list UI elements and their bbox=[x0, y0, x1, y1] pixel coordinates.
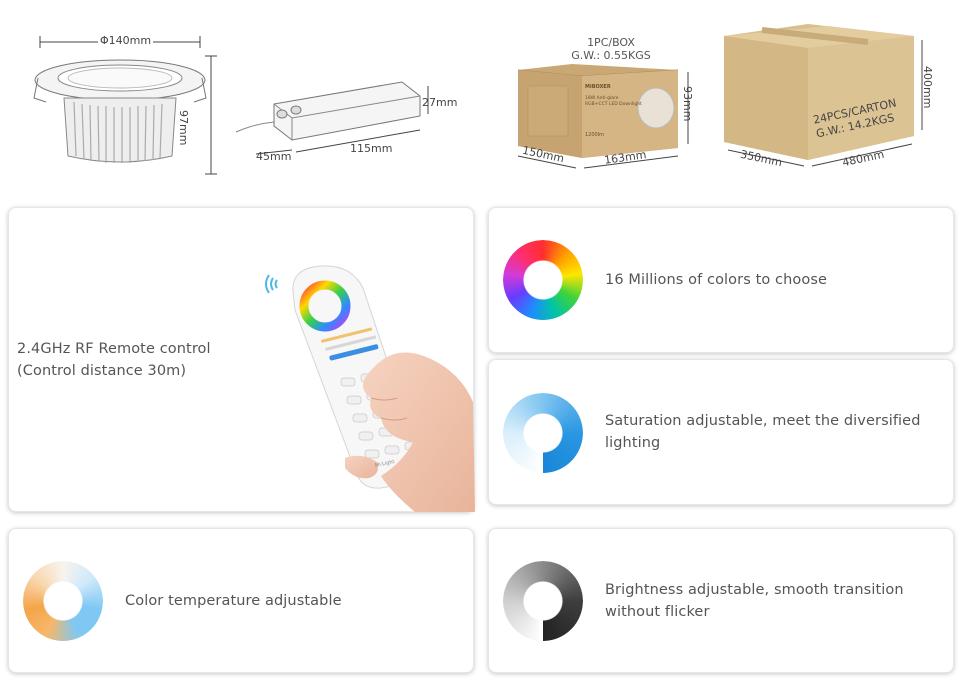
lamp-diameter-label: Φ140mm bbox=[98, 34, 154, 47]
remote-control-card: 2.4GHz RF Remote control (Control distan… bbox=[8, 207, 475, 512]
box-brand: MiBOXER bbox=[585, 84, 611, 90]
carton-height-label: 400mm bbox=[921, 66, 934, 109]
color-temperature-card: Color temperature adjustable bbox=[8, 528, 474, 673]
remote-control-text: 2.4GHz RF Remote control (Control distan… bbox=[17, 341, 211, 379]
driver-length-label: 115mm bbox=[350, 142, 393, 155]
brightness-wheel-icon bbox=[503, 561, 583, 641]
driver-drawing bbox=[235, 81, 429, 155]
lamp-height-label: 97mm bbox=[177, 110, 190, 146]
rgb-color-wheel-icon bbox=[503, 240, 583, 320]
box-lumen: 1200lm bbox=[585, 132, 604, 138]
remote-control-image bbox=[292, 265, 475, 512]
color-temperature-text: Color temperature adjustable bbox=[125, 593, 342, 609]
color-temperature-wheel-icon bbox=[23, 561, 103, 641]
lamp-drawing bbox=[33, 36, 217, 175]
driver-height-label: 27mm bbox=[422, 96, 458, 109]
brightness-card: Brightness adjustable, smooth transition… bbox=[488, 528, 954, 673]
shipping-carton bbox=[724, 24, 923, 167]
driver-width-label: 45mm bbox=[256, 150, 292, 163]
colors-card: 16 Millions of colors to choose bbox=[488, 207, 954, 353]
saturation-wheel-icon bbox=[503, 393, 583, 473]
product-box bbox=[517, 64, 689, 169]
box-product-name: 18W Anti-glare RGB+CCT LED Downlight bbox=[585, 96, 642, 107]
colors-text: 16 Millions of colors to choose bbox=[605, 272, 828, 288]
box-height-label: 93mm bbox=[681, 86, 694, 122]
saturation-card: Saturation adjustable, meet the diversif… bbox=[488, 359, 954, 505]
wireless-signal-icon bbox=[265, 274, 278, 294]
brightness-text: Brightness adjustable, smooth transition… bbox=[605, 582, 904, 620]
saturation-text: Saturation adjustable, meet the diversif… bbox=[605, 413, 921, 451]
box-label: 1PC/BOX G.W.: 0.55KGS bbox=[571, 36, 651, 62]
